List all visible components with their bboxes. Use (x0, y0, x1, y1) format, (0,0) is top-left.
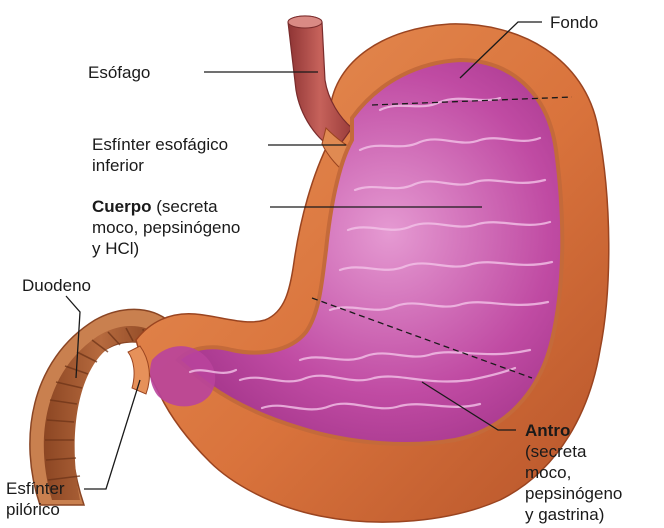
label-esfinter-pilorico: Esfínter pilórico (6, 478, 65, 520)
label-esfinter-pilorico-line1: Esfínter (6, 478, 65, 499)
label-cuerpo-line1: Cuerpo (secreta (92, 196, 240, 217)
label-cuerpo-line2: moco, pepsinógeno (92, 217, 240, 238)
label-antro-line4: pepsinógeno (525, 483, 622, 504)
label-antro: Antro (secreta moco, pepsinógeno y gastr… (525, 420, 622, 525)
label-cuerpo-bold: Cuerpo (92, 197, 152, 216)
label-fondo: Fondo (550, 12, 598, 33)
label-cuerpo: Cuerpo (secreta moco, pepsinógeno y HCl) (92, 196, 240, 259)
label-antro-line3: moco, (525, 462, 622, 483)
label-esfinter-pilorico-line2: pilórico (6, 499, 65, 520)
leader-esfinter-pilorico (84, 380, 140, 489)
label-esofago: Esófago (88, 62, 150, 83)
label-esfinter-esofagico-line1: Esfínter esofágico (92, 134, 228, 155)
label-duodeno: Duodeno (22, 275, 91, 296)
label-cuerpo-rest: (secreta (152, 197, 218, 216)
label-antro-line5: y gastrina) (525, 504, 622, 525)
esophagus-opening (288, 16, 322, 28)
label-cuerpo-line3: y HCl) (92, 238, 240, 259)
label-antro-bold: Antro (525, 420, 622, 441)
label-esfinter-esofagico: Esfínter esofágico inferior (92, 134, 228, 176)
label-esfinter-esofagico-line2: inferior (92, 155, 228, 176)
label-antro-line2: (secreta (525, 441, 622, 462)
